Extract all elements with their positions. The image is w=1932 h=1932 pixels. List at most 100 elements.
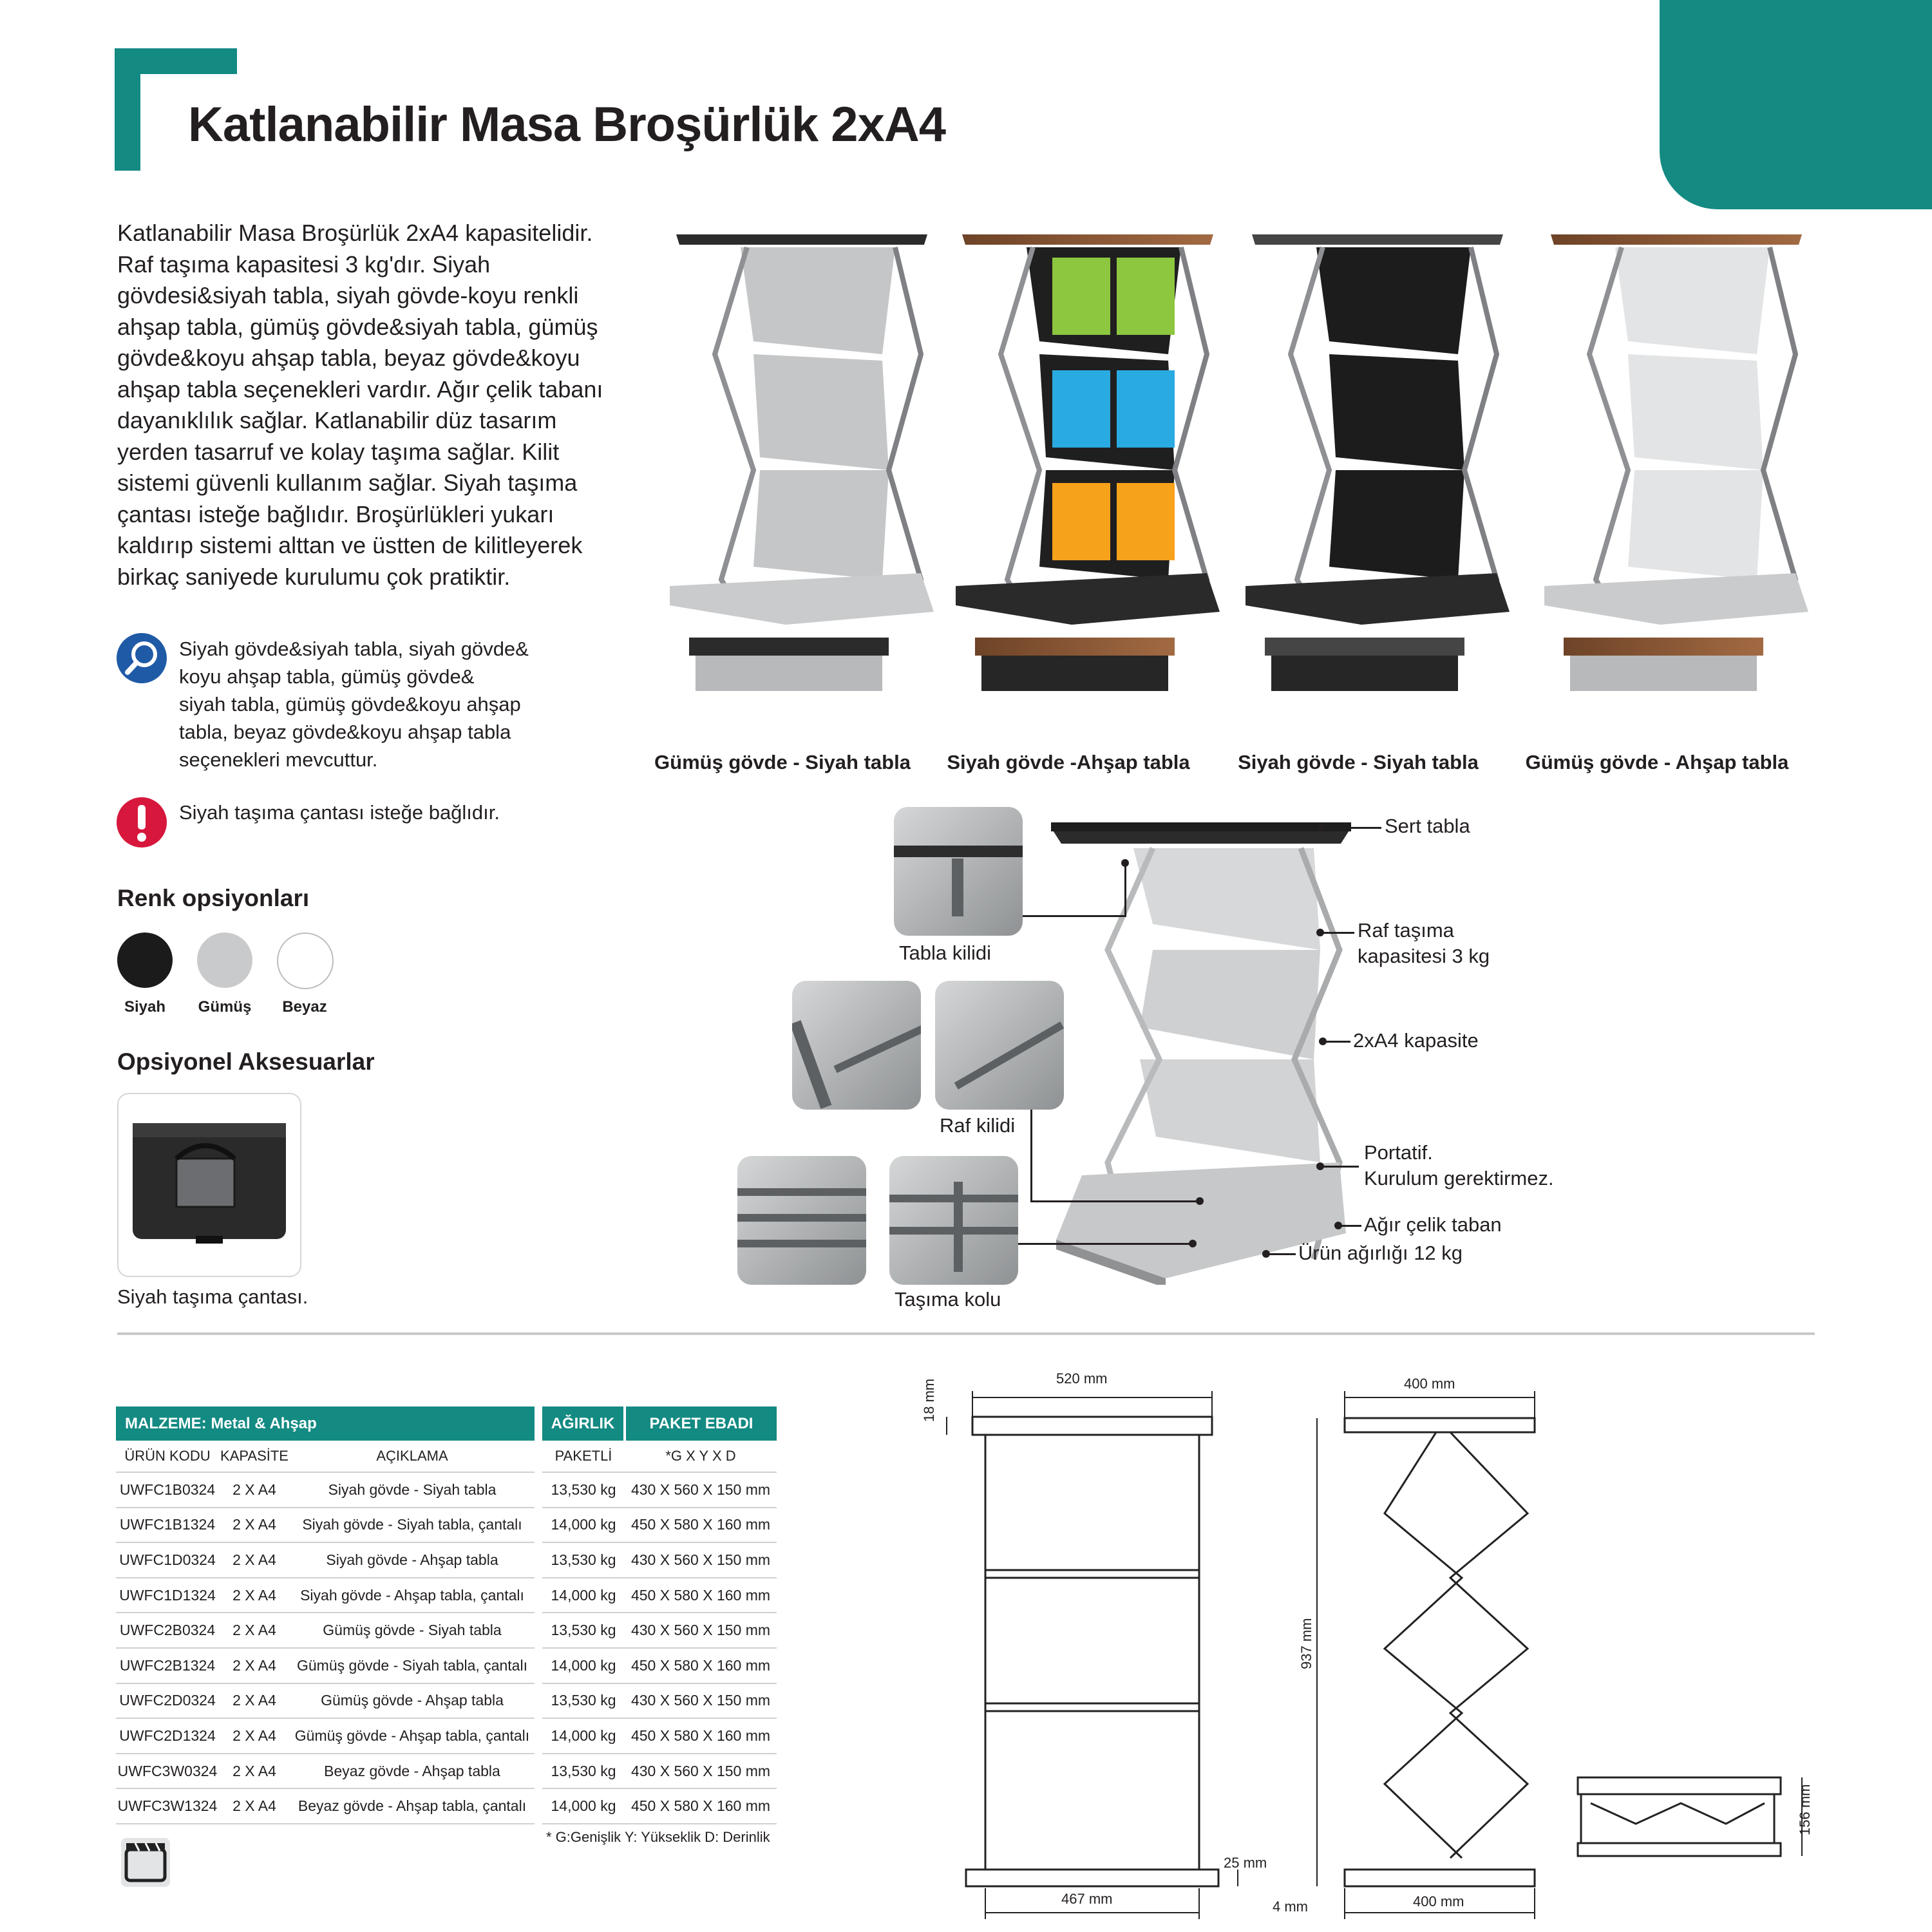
variant-images — [670, 234, 1808, 691]
cell-weight: 13,530 kg — [542, 1753, 625, 1790]
cell-capacity: 2 X A4 — [219, 1472, 290, 1508]
cell-desc: Gümüş gövde - Siyah tabla — [290, 1613, 535, 1649]
label-tasima-kolu: Taşıma kolu — [895, 1288, 1001, 1311]
product-table: MALZEME: Metal & Ahşap ÜRÜN KODU KAPASİT… — [116, 1406, 535, 1824]
cell-desc: Gümüş gövde - Siyah tabla, çantalı — [290, 1647, 535, 1684]
page-title: Katlanabilir Masa Broşürlük 2xA4 — [188, 97, 946, 152]
callout-portatif: Portatif. Kurulum gerektirmez. — [1364, 1140, 1554, 1191]
callout-line: Portatif. — [1364, 1141, 1433, 1164]
cell-desc: Siyah gövde - Ahşap tabla, çantalı — [290, 1577, 535, 1614]
cell-desc: Siyah gövde - Siyah tabla — [290, 1472, 535, 1508]
info-note-line: Siyah gövde&siyah tabla, siyah gövde& — [179, 638, 529, 660]
carrying-bag-image — [133, 1123, 286, 1244]
info-note-line: tabla, beyaz gövde&koyu ahşap tabla — [179, 721, 511, 743]
variant-caption: Siyah gövde -Ahşap tabla — [947, 751, 1190, 773]
col-weight: PAKETLİ — [542, 1441, 625, 1473]
callout-line: Raf taşıma — [1358, 919, 1454, 942]
corner-decoration — [1660, 0, 1932, 209]
technical-drawings — [946, 1391, 1803, 1919]
raf-kilidi-photo-1 — [792, 981, 921, 1110]
cell-desc: Beyaz gövde - Ahşap tabla — [290, 1753, 535, 1790]
intro-line: ahşap tabla seçenekleri vardır. Ağır çel… — [117, 375, 603, 402]
dim-height: 937 mm — [1298, 1618, 1314, 1669]
cell-weight: 13,530 kg — [542, 1683, 625, 1719]
cell-capacity: 2 X A4 — [219, 1683, 290, 1719]
cell-weight: 14,000 kg — [542, 1718, 625, 1754]
variant-stand-image — [1245, 234, 1510, 691]
col-capacity: KAPASİTE — [219, 1441, 290, 1473]
cell-package: 450 X 580 X 160 mm — [625, 1718, 777, 1754]
warning-icon — [117, 797, 167, 848]
cell-package: 430 X 560 X 150 mm — [625, 1542, 777, 1578]
info-note-line: koyu ahşap tabla, gümüş gövde& — [179, 665, 475, 688]
warning-note: Siyah taşıma çantası isteğe bağlıdır. — [179, 801, 500, 824]
cell-package: 450 X 580 X 160 mm — [625, 1788, 777, 1824]
stand-feature-image — [1051, 822, 1351, 1285]
accessories-title: Opsiyonel Aksesuarlar — [117, 1048, 375, 1075]
color-swatch-black — [117, 933, 173, 988]
cell-code: UWFC3W0324 — [116, 1753, 219, 1790]
cell-desc: Gümüş gövde - Ahşap tabla, çantalı — [290, 1718, 535, 1754]
cell-code: UWFC3W1324 — [116, 1788, 219, 1824]
package-header: PAKET EBADI — [623, 1406, 777, 1441]
cell-weight: 13,530 kg — [542, 1472, 625, 1508]
callout-taban: Ağır çelik taban — [1364, 1213, 1502, 1236]
col-package: *G X Y X D — [625, 1441, 777, 1473]
cell-desc: Siyah gövde - Ahşap tabla — [290, 1542, 535, 1578]
dim-front-width-bottom: 467 mm — [1061, 1891, 1113, 1907]
cell-desc: Siyah gövde - Siyah tabla, çantalı — [290, 1507, 535, 1544]
label-raf-kilidi: Raf kilidi — [940, 1114, 1016, 1137]
col-desc: AÇIKLAMA — [290, 1441, 535, 1473]
intro-line: gövdesi&siyah tabla, siyah gövde-koyu re… — [117, 282, 579, 308]
title-bracket — [115, 48, 237, 171]
section-divider — [117, 1332, 1815, 1335]
cell-package: 450 X 580 X 160 mm — [625, 1647, 777, 1684]
cell-package: 430 X 560 X 150 mm — [625, 1613, 777, 1649]
color-label: Gümüş — [198, 998, 252, 1016]
cell-code: UWFC2D1324 — [116, 1718, 219, 1754]
dim-side-offset: 4 mm — [1273, 1899, 1308, 1915]
cell-package: 450 X 580 X 160 mm — [625, 1577, 777, 1614]
variant-stand-image — [956, 234, 1220, 691]
intro-line: gövde&koyu ahşap tabla, beyaz gövde&koyu — [117, 345, 580, 371]
table-footnote: * G:Genişlik Y: Yükseklik D: Derinlik — [546, 1829, 770, 1845]
cell-code: UWFC1D0324 — [116, 1542, 219, 1578]
dim-top-thickness: 18 mm — [921, 1378, 937, 1422]
intro-line: Raf taşıma kapasitesi 3 kg'dır. Siyah — [117, 251, 491, 278]
dim-base-thickness: 25 mm — [1224, 1855, 1267, 1871]
magnifier-icon — [117, 633, 167, 683]
cell-capacity: 2 X A4 — [219, 1718, 290, 1754]
cell-code: UWFC2D0324 — [116, 1683, 219, 1719]
label-tabla-kilidi: Tabla kilidi — [899, 942, 992, 964]
material-header: MALZEME: Metal & Ahşap — [116, 1406, 535, 1441]
cell-weight: 13,530 kg — [542, 1542, 625, 1578]
bag-caption: Siyah taşıma çantası. — [117, 1285, 308, 1308]
cell-code: UWFC2B1324 — [116, 1647, 219, 1684]
intro-paragraph: Katlanabilir Masa Broşürlük 2xA4 kapasit… — [117, 218, 632, 592]
raf-kilidi-photo-2 — [935, 981, 1064, 1110]
cell-weight: 14,000 kg — [542, 1577, 625, 1614]
cell-capacity: 2 X A4 — [219, 1753, 290, 1790]
color-options-title: Renk opsiyonları — [117, 885, 310, 911]
package-table: AĞIRLIK PAKET EBADI PAKETLİ *G X Y X D 1… — [542, 1406, 777, 1824]
cell-package: 450 X 580 X 160 mm — [625, 1507, 777, 1544]
tasima-kolu-photo-2 — [889, 1156, 1018, 1285]
intro-line: Katlanabilir Masa Broşürlük 2xA4 kapasit… — [117, 220, 593, 246]
info-note-line: siyah tabla, gümüş gövde&koyu ahşap — [179, 693, 521, 715]
dim-front-width-top: 520 mm — [1056, 1370, 1108, 1387]
variant-caption: Gümüş gövde - Siyah tabla — [654, 751, 911, 773]
weight-header: AĞIRLIK — [542, 1406, 625, 1441]
cell-desc: Beyaz gövde - Ahşap tabla, çantalı — [290, 1788, 535, 1824]
intro-line: birkaç saniyede kurulumu çok pratiktir. — [117, 563, 511, 590]
